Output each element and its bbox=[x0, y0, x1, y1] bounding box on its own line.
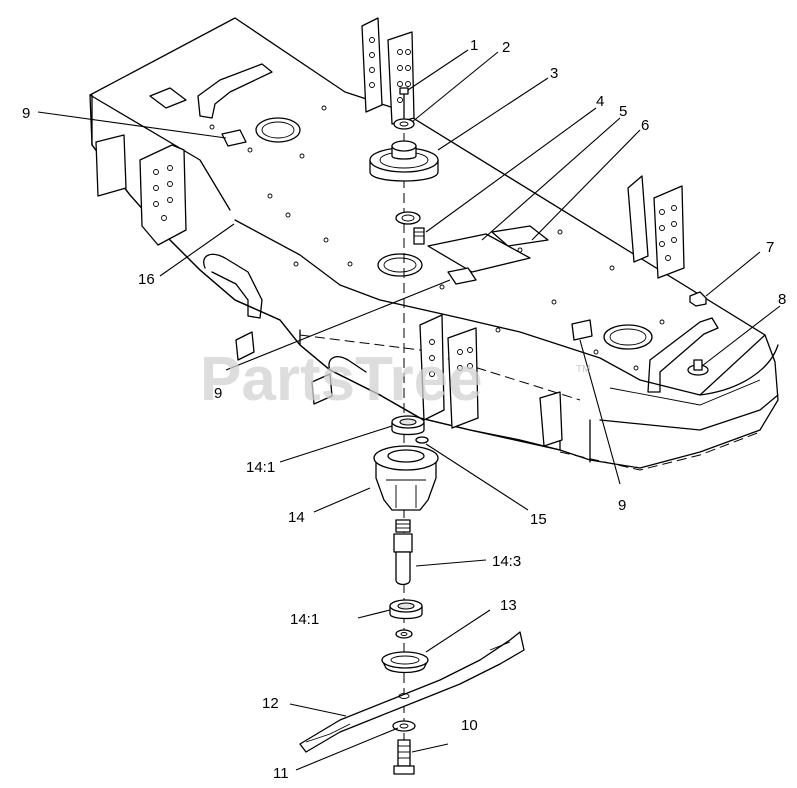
part-1-bolt bbox=[399, 87, 409, 119]
watermark: PartsTree TM bbox=[200, 345, 590, 414]
callout-12: 12 bbox=[262, 695, 279, 712]
part-15-washer bbox=[415, 436, 429, 444]
callout-9-left: 9 bbox=[22, 105, 30, 122]
callout-13: 13 bbox=[500, 597, 517, 614]
callout-5: 5 bbox=[619, 103, 627, 120]
spacer-washer bbox=[395, 629, 413, 639]
callout-14-3: 14:3 bbox=[492, 553, 521, 570]
part-10-blade-bolt bbox=[393, 739, 415, 775]
callout-14: 14 bbox=[288, 509, 305, 526]
callout-15: 15 bbox=[530, 511, 547, 528]
callout-labels: 1 2 3 4 5 6 7 8 9 9 9 10 11 12 13 14 14:… bbox=[22, 37, 786, 782]
height-adjust-brackets bbox=[95, 17, 685, 447]
callout-6: 6 bbox=[641, 117, 649, 134]
spindle-bushing bbox=[395, 211, 421, 225]
callout-leaders bbox=[37, 49, 781, 771]
callout-3: 3 bbox=[550, 65, 558, 82]
part-2-washer bbox=[393, 118, 415, 130]
callout-9-right: 9 bbox=[618, 497, 626, 514]
part-4-grease-fitting bbox=[413, 227, 425, 245]
part-14-spindle-housing bbox=[373, 445, 439, 511]
part-8-stud bbox=[687, 359, 709, 376]
deck-fastener-holes bbox=[209, 105, 665, 371]
callout-8: 8 bbox=[778, 291, 786, 308]
callout-1: 1 bbox=[470, 37, 478, 54]
part-14-1-lower-bearing bbox=[389, 599, 423, 620]
part-14-3-shaft bbox=[393, 519, 413, 586]
callout-14-1-upper: 14:1 bbox=[246, 459, 275, 476]
callout-7: 7 bbox=[766, 239, 774, 256]
watermark-text: PartsTree bbox=[200, 345, 483, 414]
watermark-trademark: TM bbox=[576, 364, 590, 375]
callout-11: 11 bbox=[273, 765, 289, 782]
callout-16: 16 bbox=[138, 271, 155, 288]
deck-spindle-openings bbox=[255, 117, 653, 350]
part-7-nut bbox=[689, 291, 707, 307]
part-12-blade bbox=[299, 631, 525, 753]
callout-14-1-lower: 14:1 bbox=[290, 611, 319, 628]
callout-9-center: 9 bbox=[214, 385, 222, 402]
callout-2: 2 bbox=[502, 39, 510, 56]
callout-4: 4 bbox=[596, 93, 604, 110]
part-3-pulley bbox=[369, 140, 439, 182]
deck-handles bbox=[197, 63, 719, 393]
part-11-washer bbox=[392, 720, 416, 732]
part-13-blade-cup bbox=[381, 651, 429, 674]
part-14-1-upper-bearing bbox=[391, 415, 425, 436]
callout-10: 10 bbox=[461, 717, 478, 734]
deck-decals bbox=[221, 129, 593, 341]
